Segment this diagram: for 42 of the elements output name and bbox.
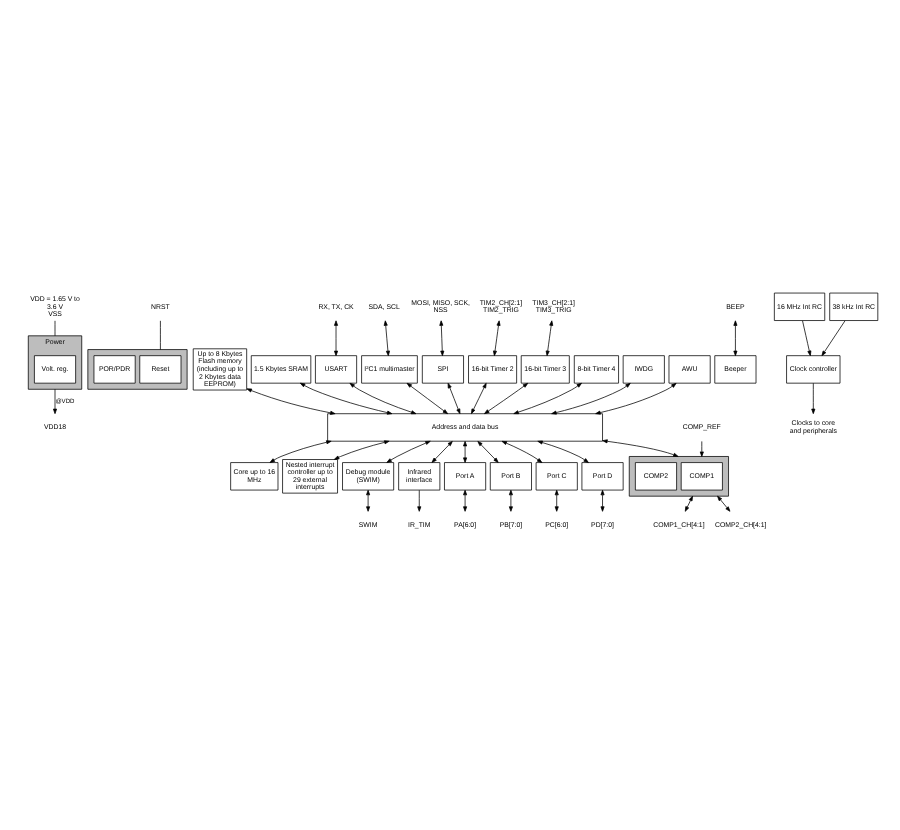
arrow: [246, 387, 336, 414]
arrow: [733, 319, 738, 355]
arrow: [545, 319, 554, 355]
arrow: [383, 319, 390, 355]
connector: [160, 319, 161, 349]
arrow: [717, 494, 731, 511]
arrow: [595, 382, 677, 414]
arrow: [699, 440, 704, 456]
arrow: [417, 488, 422, 511]
arrow: [334, 319, 338, 355]
arrow: [600, 488, 605, 511]
arrow: [366, 488, 371, 511]
arrow: [463, 440, 468, 462]
arrow: [463, 488, 468, 511]
arrow: [269, 439, 332, 462]
arrow: [333, 439, 390, 459]
arrow: [493, 319, 501, 355]
arrow: [821, 319, 846, 355]
arrow: [802, 319, 812, 355]
arrow: [508, 488, 513, 511]
arrow: [513, 381, 582, 414]
arrow: [551, 381, 631, 414]
arrow: [471, 381, 487, 414]
arrow: [684, 494, 693, 511]
arrow: [501, 439, 543, 462]
arrow: [811, 381, 816, 414]
connector: [54, 319, 56, 336]
arrow: [299, 381, 393, 414]
arrow: [537, 439, 589, 462]
arrow: [386, 439, 431, 462]
arrow: [349, 381, 417, 414]
arrow: [484, 381, 529, 413]
arrow: [53, 387, 57, 414]
cluster: [87, 348, 188, 389]
arrow: [447, 381, 461, 414]
arrow: [477, 440, 499, 462]
cluster: [628, 455, 729, 496]
arrow: [431, 440, 453, 462]
arrow: [406, 381, 448, 414]
arrow: [602, 438, 679, 456]
arrow: [554, 488, 559, 511]
arrow: [439, 319, 445, 355]
